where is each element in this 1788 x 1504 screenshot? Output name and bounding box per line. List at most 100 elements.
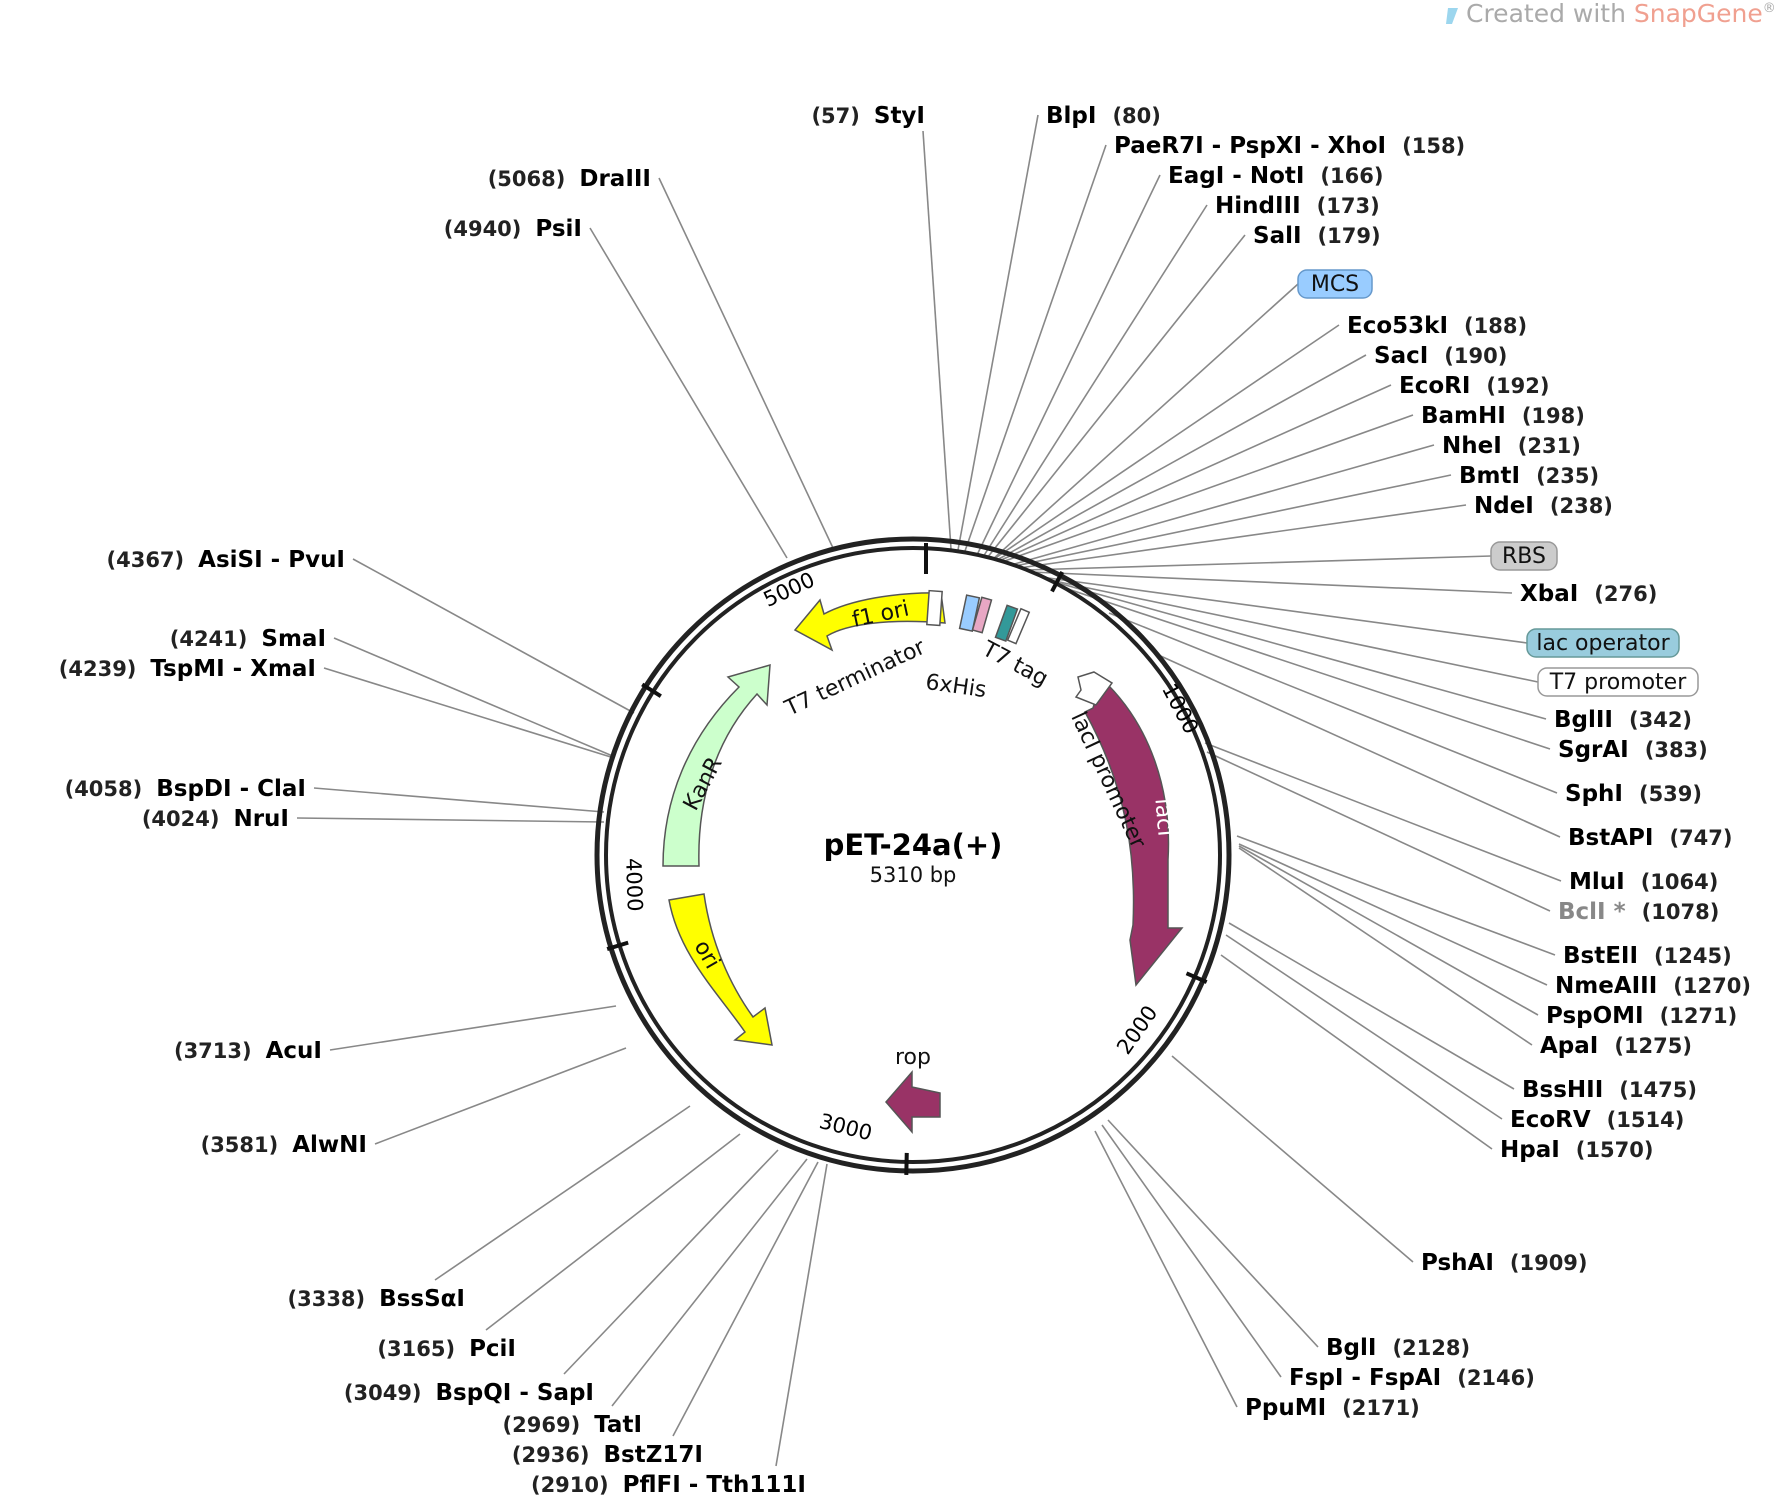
- feature-rbs-segment[interactable]: [994, 604, 1019, 642]
- feature-f1-ori[interactable]: [793, 592, 946, 652]
- site-name: SacI: [1374, 343, 1428, 369]
- leader-line: [1238, 843, 1548, 986]
- site-name: HpaI: [1500, 1137, 1560, 1163]
- site-label-apai[interactable]: ApaI(1275): [1540, 1033, 1692, 1059]
- site-name: BlpI: [1046, 103, 1096, 129]
- site-name: PpuMI: [1245, 1395, 1326, 1421]
- feature-kanr[interactable]: [662, 663, 771, 867]
- site-label-bstapi[interactable]: BstAPI(747): [1568, 825, 1732, 851]
- leader-line: [1206, 751, 1551, 912]
- site-label-alwni[interactable]: (3581)AlwNI: [201, 1132, 367, 1158]
- site-pos: (158): [1402, 134, 1465, 158]
- site-name: PciI: [469, 1336, 516, 1362]
- site-label-tati[interactable]: (2969)TatI: [503, 1412, 642, 1438]
- site-pos: (198): [1522, 404, 1585, 428]
- site-label-eco53ki[interactable]: Eco53kI(188): [1347, 313, 1527, 339]
- site-label-psii[interactable]: (4940)PsiI: [444, 216, 582, 242]
- leader-line: [1040, 576, 1528, 644]
- site-name: EagI - NotI: [1168, 163, 1304, 189]
- site-label-bspqi-sapi[interactable]: (3049)BspQI - SapI: [344, 1380, 594, 1406]
- site-label-bmti[interactable]: BmtI(235): [1459, 463, 1599, 489]
- feature-box-lac-operator[interactable]: [1526, 628, 1680, 658]
- site-label-bamhi[interactable]: BamHI(198): [1421, 403, 1585, 429]
- leader-line: [611, 1158, 808, 1407]
- site-label-styi[interactable]: (57)StyI: [811, 103, 925, 129]
- site-label-ndei[interactable]: NdeI(238): [1474, 493, 1613, 519]
- site-label-bsshii[interactable]: BssHII(1475): [1522, 1077, 1697, 1103]
- leader-line: [589, 227, 788, 559]
- feature-box-t7-promoter[interactable]: [1537, 667, 1699, 697]
- feature-laci-promoter[interactable]: [1074, 671, 1114, 706]
- feature-box-label-lac-operator: lac operator: [1536, 631, 1670, 656]
- site-label-hpai[interactable]: HpaI(1570): [1500, 1137, 1653, 1163]
- site-label-bgli[interactable]: BglI(2128): [1326, 1335, 1470, 1361]
- site-name: BclI *: [1558, 899, 1626, 925]
- leader-line: [374, 1047, 627, 1145]
- site-name: PflFI - Tth111I: [623, 1472, 806, 1498]
- site-label-pshai[interactable]: PshAI(1909): [1421, 1250, 1588, 1276]
- site-label-pflfi-tth111i[interactable]: (2910)PflFI - Tth111I: [531, 1472, 806, 1498]
- site-label-ecorv[interactable]: EcoRV(1514): [1510, 1107, 1684, 1133]
- site-name: NruI: [233, 806, 289, 832]
- site-label-bspdi-clai[interactable]: (4058) BspDI - ClaI: [65, 776, 306, 802]
- feature-box-label-rbs: RBS: [1502, 544, 1546, 569]
- feature-laci[interactable]: [1083, 677, 1184, 987]
- feature-ori[interactable]: [668, 893, 773, 1046]
- site-pos: (80): [1112, 104, 1160, 128]
- site-label-blpi[interactable]: BlpI (80): [1046, 103, 1161, 129]
- site-label-asisi-pvui[interactable]: (4367)AsiSI - PvuI: [107, 547, 346, 573]
- site-label-xbai[interactable]: XbaI(276): [1520, 581, 1657, 607]
- site-name: SgrAI: [1558, 737, 1629, 763]
- site-label-saci[interactable]: SacI(190): [1374, 343, 1507, 369]
- leader-line: [1030, 571, 1513, 594]
- site-pos: (3713): [174, 1039, 252, 1063]
- site-name: BspDI - ClaI: [156, 776, 306, 802]
- feature-t7-tag[interactable]: [971, 596, 993, 634]
- site-name: EcoRV: [1510, 1107, 1591, 1133]
- site-name: SmaI: [261, 626, 326, 652]
- site-pos: (4058): [65, 777, 143, 801]
- site-pos: (1064): [1641, 870, 1719, 894]
- site-label-ppumi[interactable]: PpuMI(2171): [1245, 1395, 1420, 1421]
- site-label-paer7i-pspxi-xhoi[interactable]: PaeR7I - PspXI - XhoI(158): [1114, 133, 1465, 159]
- site-name: BssHII: [1522, 1077, 1603, 1103]
- feature-box-mcs[interactable]: [1297, 269, 1373, 299]
- site-label-eagi-noti[interactable]: EagI - NotI(166): [1168, 163, 1383, 189]
- site-label-sali[interactable]: SalI(179): [1253, 223, 1381, 249]
- site-label-smai[interactable]: (4241)SmaI: [170, 626, 326, 652]
- feature-rop[interactable]: [885, 1069, 941, 1135]
- feature-6xhis[interactable]: [958, 594, 981, 632]
- site-label-nmeaiii[interactable]: NmeAIII(1270): [1555, 973, 1751, 999]
- site-name: TatI: [594, 1412, 642, 1438]
- site-pos: (2936): [512, 1443, 590, 1467]
- site-label-sphi[interactable]: SphI(539): [1565, 781, 1702, 807]
- leader-line: [922, 130, 952, 550]
- leader-line: [775, 1163, 828, 1467]
- feature-t7-promoter-segment[interactable]: [1006, 607, 1031, 645]
- site-label-draiii[interactable]: (5068)DraIII: [488, 166, 651, 192]
- feature-t7-terminator[interactable]: [926, 589, 943, 627]
- site-label-bstz17i[interactable]: (2936)BstZ17I: [512, 1442, 703, 1468]
- site-label-ecori[interactable]: EcoRI(192): [1399, 373, 1549, 399]
- site-label-bsteii[interactable]: BstEII(1245): [1563, 943, 1732, 969]
- feature-box-rbs[interactable]: [1490, 541, 1558, 571]
- site-label-pspomi[interactable]: PspOMI(1271): [1546, 1003, 1737, 1029]
- site-label-nhei[interactable]: NheI(231): [1442, 433, 1581, 459]
- site-label-bcli[interactable]: BclI *(1078): [1558, 899, 1719, 925]
- leader-line: [964, 144, 1107, 552]
- site-label-bglii[interactable]: BglII(342): [1554, 707, 1692, 733]
- site-label-fspi-fspai[interactable]: FspI - FspAI(2146): [1289, 1365, 1535, 1391]
- site-label-pcii[interactable]: (3165)PciI: [377, 1336, 516, 1362]
- site-label-mlui[interactable]: MluI(1064): [1569, 869, 1718, 895]
- site-label-bsss-i[interactable]: (3338)BssSαI: [288, 1286, 466, 1312]
- site-label-nrui[interactable]: (4024)NruI: [142, 806, 289, 832]
- site-label-hindiii[interactable]: HindIII(173): [1215, 193, 1380, 219]
- backbone: [594, 536, 1232, 1174]
- svg-text:Created with SnapGene®: Created with SnapGene®: [1466, 0, 1776, 28]
- site-label-acui[interactable]: (3713)AcuI: [174, 1038, 322, 1064]
- site-name: TspMI - XmaI: [150, 656, 316, 682]
- site-label-tspmi-xmai[interactable]: (4239)TspMI - XmaI: [59, 656, 316, 682]
- leader-line: [563, 1149, 779, 1375]
- site-label-sgrai[interactable]: SgrAI(383): [1558, 737, 1708, 763]
